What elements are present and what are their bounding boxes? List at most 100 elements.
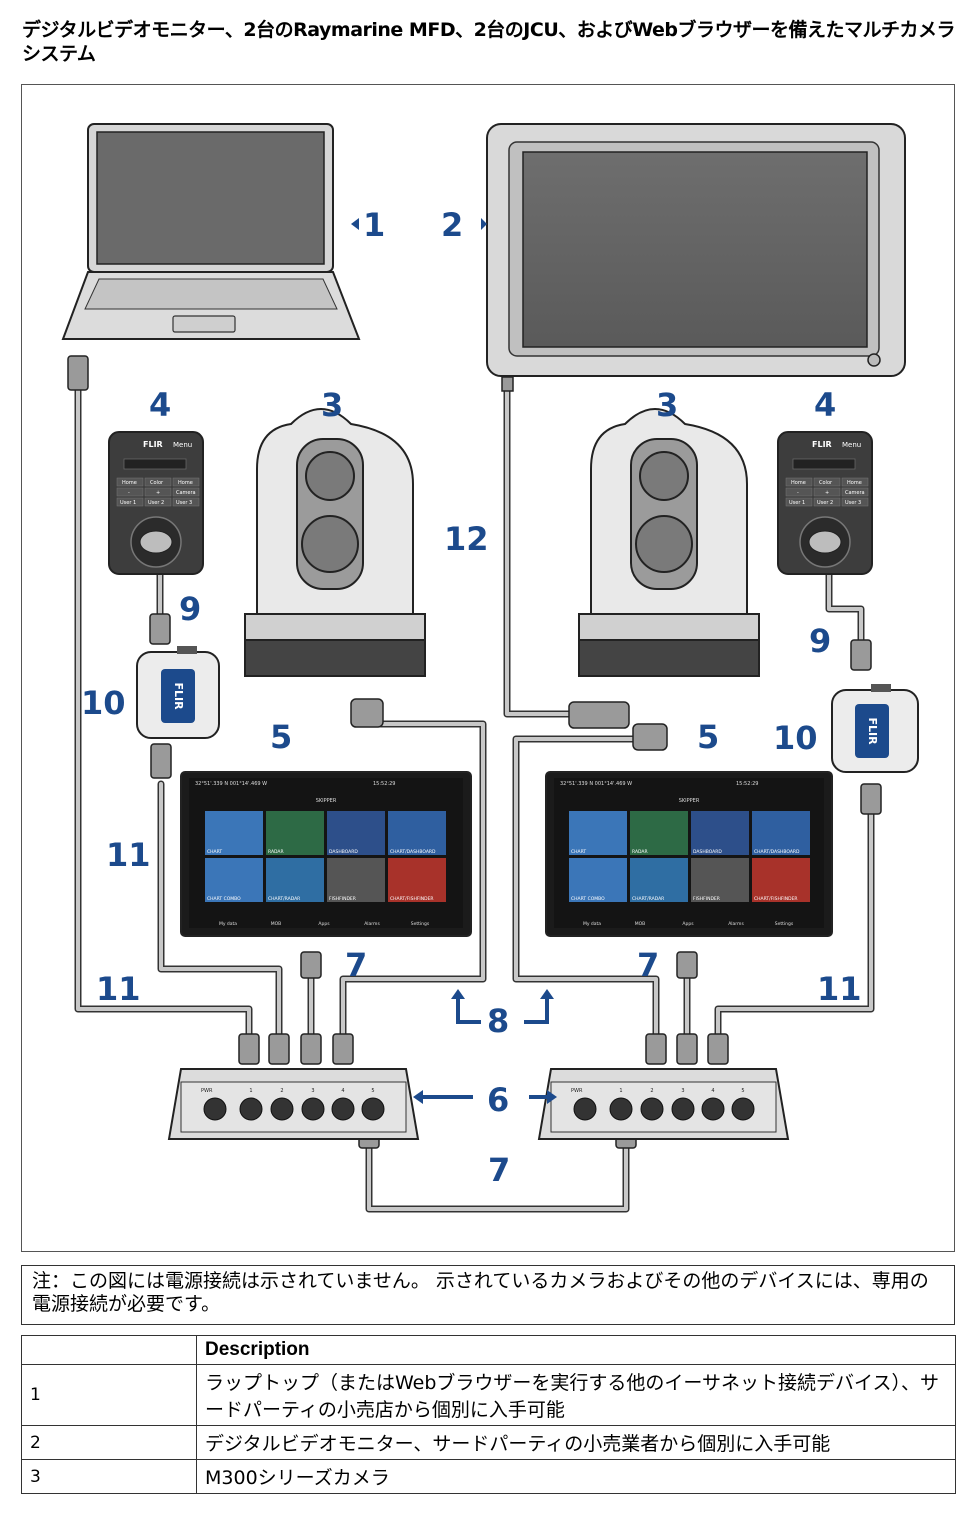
svg-text:User 2: User 2 [148,500,164,506]
svg-text:-: - [128,490,130,496]
svg-text:MOB: MOB [271,921,282,927]
svg-text:Settings: Settings [411,921,430,927]
jcu-right-menu: Menu [842,441,861,449]
callout-12: 12 [444,520,489,558]
cable-monitor [503,385,580,718]
table-row: 1 ラップトップ（またはWebブラウザーを実行する他のイーサネット接続デバイス）… [21,1364,956,1426]
callout-9-right: 9 [809,622,831,660]
jcu-right: FLIR Menu Home Color Home - + Camera Use… [777,431,873,575]
svg-text:Color: Color [819,480,833,486]
svg-text:PWR: PWR [571,1088,583,1094]
svg-text:15:52:29: 15:52:29 [736,781,758,787]
row-3-desc: M300シリーズカメラ [196,1459,956,1494]
callout-5-left: 5 [270,718,292,756]
svg-text:CHART/RADAR: CHART/RADAR [268,896,300,902]
note-box: 注：この図には電源接続は示されていません。 示されているカメラおよびその他のデバ… [21,1265,955,1325]
svg-text:3: 3 [311,1088,314,1094]
svg-text:Color: Color [150,480,164,486]
svg-text:DASHBOARD: DASHBOARD [693,849,722,855]
adapter-right-brand: FLIR [866,717,879,745]
system-diagram: FLIR Menu Home Color Home - + Camera Use… [61,123,919,1213]
callout-7-left: 7 [345,946,367,984]
svg-text:User 2: User 2 [817,500,833,506]
callout-7-right: 7 [637,946,659,984]
svg-text:Apps: Apps [682,921,694,927]
svg-text:32°51'.339 N 001°14'.469 W: 32°51'.339 N 001°14'.469 W [195,781,267,787]
camera-right [578,408,760,677]
callout-4-right: 4 [814,386,836,424]
svg-text:-: - [797,490,799,496]
mfd-left-tiles: CHART RADAR DASHBOARD CHART/DASHBOARD CH… [205,811,446,902]
callouts: 1 2 3 3 4 4 5 5 6 7 7 7 8 9 9 10 10 11 1… [81,206,862,1189]
mfd-left: 32°51'.339 N 001°14'.469 W 15:52:29 SKIP… [180,771,472,937]
svg-text:1: 1 [619,1088,622,1094]
page-title: デジタルビデオモニター、2台のRaymarine MFD、2台のJCU、およびW… [22,19,956,65]
camera-left [244,408,426,677]
svg-text:CHART: CHART [571,849,586,855]
svg-text:CHART COMBO: CHART COMBO [207,896,241,902]
svg-text:User 3: User 3 [845,500,861,506]
callout-10-right: 10 [773,719,818,757]
svg-text:Home: Home [847,480,862,486]
svg-text:3: 3 [681,1088,684,1094]
description-table: Description 1 ラップトップ（またはWebブラウザーを実行する他のイ… [21,1335,956,1494]
svg-text:SKIPPER: SKIPPER [679,798,700,804]
adapter-right: FLIR [831,684,919,773]
svg-text:Camera: Camera [176,490,196,496]
svg-text:Home: Home [178,480,193,486]
svg-text:DASHBOARD: DASHBOARD [329,849,358,855]
mfd-right: 32°51'.339 N 001°14'.469 W 15:52:29 SKIP… [545,771,833,937]
svg-text:CHART/DASHBOARD: CHART/DASHBOARD [754,849,800,855]
svg-text:RADAR: RADAR [268,849,284,855]
svg-text:My data: My data [583,921,601,927]
bracket-8-arrows [451,989,554,999]
row-2-desc: デジタルビデオモニター、サードパーティの小売業者から個別に入手可能 [196,1425,956,1460]
table-header-num [21,1335,197,1365]
svg-text:1: 1 [249,1088,252,1094]
jcu-left-brand: FLIR [143,440,163,449]
svg-text:Home: Home [791,480,806,486]
callout-4-left: 4 [149,386,171,424]
diagram-frame [21,84,955,1252]
svg-text:MOB: MOB [635,921,646,927]
svg-text:PWR: PWR [201,1088,213,1094]
svg-text:5: 5 [741,1088,744,1094]
svg-text:Apps: Apps [318,921,330,927]
callout-11-bottom-right: 11 [817,970,862,1008]
row-1-num: 1 [21,1364,197,1426]
svg-text:+: + [156,490,160,496]
jcu-right-brand: FLIR [812,440,832,449]
svg-text:32°51'.339 N 001°14'.469 W: 32°51'.339 N 001°14'.469 W [560,781,632,787]
svg-text:Camera: Camera [845,490,865,496]
callout-5-right: 5 [697,718,719,756]
callout-3-left: 3 [321,386,343,424]
svg-text:CHART/FISHFINDER: CHART/FISHFINDER [754,896,798,902]
callout-7-bottom: 7 [488,1151,510,1189]
svg-text:User 1: User 1 [789,500,805,506]
callout-11-left: 11 [106,836,151,874]
bracket-8 [456,997,549,1024]
svg-text:2: 2 [650,1088,653,1094]
svg-text:FISHFINDER: FISHFINDER [693,896,720,902]
table-header-row: Description [21,1335,956,1365]
table-header-description: Description [196,1335,956,1365]
switch-right: PWR 1 2 3 4 5 [537,1068,790,1140]
row-2-num: 2 [21,1425,197,1460]
jcu-right-buttons: Home Color Home - + Camera User 1 User 2… [785,477,869,507]
svg-text:Home: Home [122,480,137,486]
svg-text:User 3: User 3 [176,500,192,506]
svg-text:CHART COMBO: CHART COMBO [571,896,605,902]
callout-6: 6 [487,1081,509,1119]
svg-text:CHART: CHART [207,849,222,855]
table-row: 2 デジタルビデオモニター、サードパーティの小売業者から個別に入手可能 [21,1425,956,1460]
svg-text:RADAR: RADAR [632,849,648,855]
callout-10-left: 10 [81,684,126,722]
jcu-left: FLIR Menu Home Color Home - + Camera Use… [108,431,204,575]
callout-9-left: 9 [179,590,201,628]
callout-11-bottom-left: 11 [96,970,141,1008]
mfd-right-tiles: CHART RADAR DASHBOARD CHART/DASHBOARD CH… [569,811,810,902]
svg-text:Settings: Settings [775,921,794,927]
row-1-desc: ラップトップ（またはWebブラウザーを実行する他のイーサネット接続デバイス）、サ… [196,1364,956,1426]
video-monitor [486,123,906,377]
adapter-left-brand: FLIR [172,682,185,710]
